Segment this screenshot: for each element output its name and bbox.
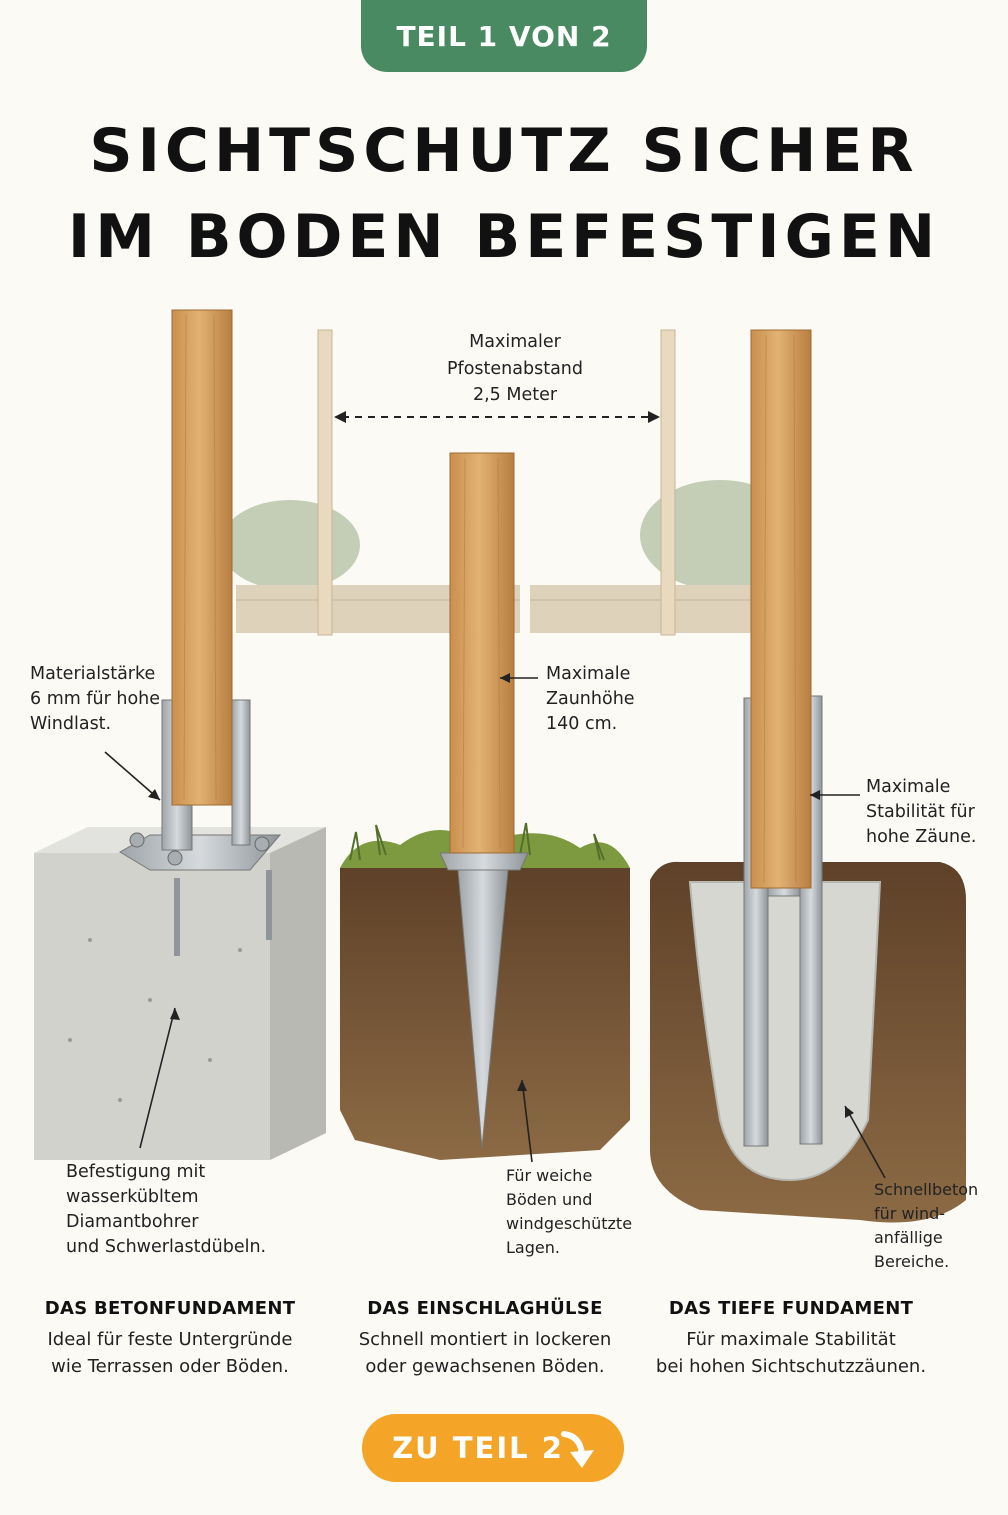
panel-1-title: DAS BETONFUNDAMENT <box>44 1298 296 1319</box>
panel-2-description: Schnell montiert in lockeren oder gewach… <box>358 1329 612 1377</box>
annotation-befestigung: Befestigung mit wasserkübltem Diamantboh… <box>66 1162 267 1257</box>
panel-1-description: Ideal für feste Untergründe wie Terrasse… <box>47 1329 293 1377</box>
concrete-block <box>34 827 326 1160</box>
wood-post-2 <box>449 452 515 854</box>
annotation-stabilitaet: Maximale Stabilität für hohe Zäune. <box>866 777 977 847</box>
panel-2-title: DAS EINSCHLAGHÜLSE <box>367 1298 603 1319</box>
leader-arrowheads <box>148 673 854 1118</box>
panel-3-description: Für maximale Stabilität bei hohen Sichts… <box>655 1329 927 1377</box>
arrow-down-right-icon <box>561 1431 594 1468</box>
illustration <box>34 309 966 1223</box>
panel-3-title: DAS TIEFE FUNDAMENT <box>668 1298 914 1319</box>
ground-spike <box>439 852 529 1149</box>
annotation-weiche-boeden: Für weiche Böden und windgeschützte Lage… <box>506 1166 633 1257</box>
part-badge: TEIL 1 VON 2 <box>361 0 647 72</box>
title-line-2: IM BODEN BEFESTIGEN <box>67 202 941 272</box>
title-line-1: SICHTSCHUTZ SICHER <box>89 116 919 186</box>
annotation-material: Materialstärke 6 mm für hohe Windlast. <box>30 664 161 734</box>
next-part-label: ZU TEIL 2 <box>392 1431 564 1465</box>
next-part-button[interactable]: ZU TEIL 2 <box>362 1414 624 1482</box>
wood-post-1 <box>171 309 233 806</box>
spacing-arrow <box>334 411 660 423</box>
annotation-schnellbeton: Schnellbeton für wind- anfällige Bereich… <box>874 1180 979 1271</box>
page-title: SICHTSCHUTZ SICHER IM BODEN BEFESTIGEN <box>0 108 1008 280</box>
annotation-zaunhoehe: Maximale Zaunhöhe 140 cm. <box>546 664 635 734</box>
wood-post-3 <box>750 329 812 889</box>
spacing-label: Maximaler Pfostenabstand 2,5 Meter <box>447 332 583 405</box>
